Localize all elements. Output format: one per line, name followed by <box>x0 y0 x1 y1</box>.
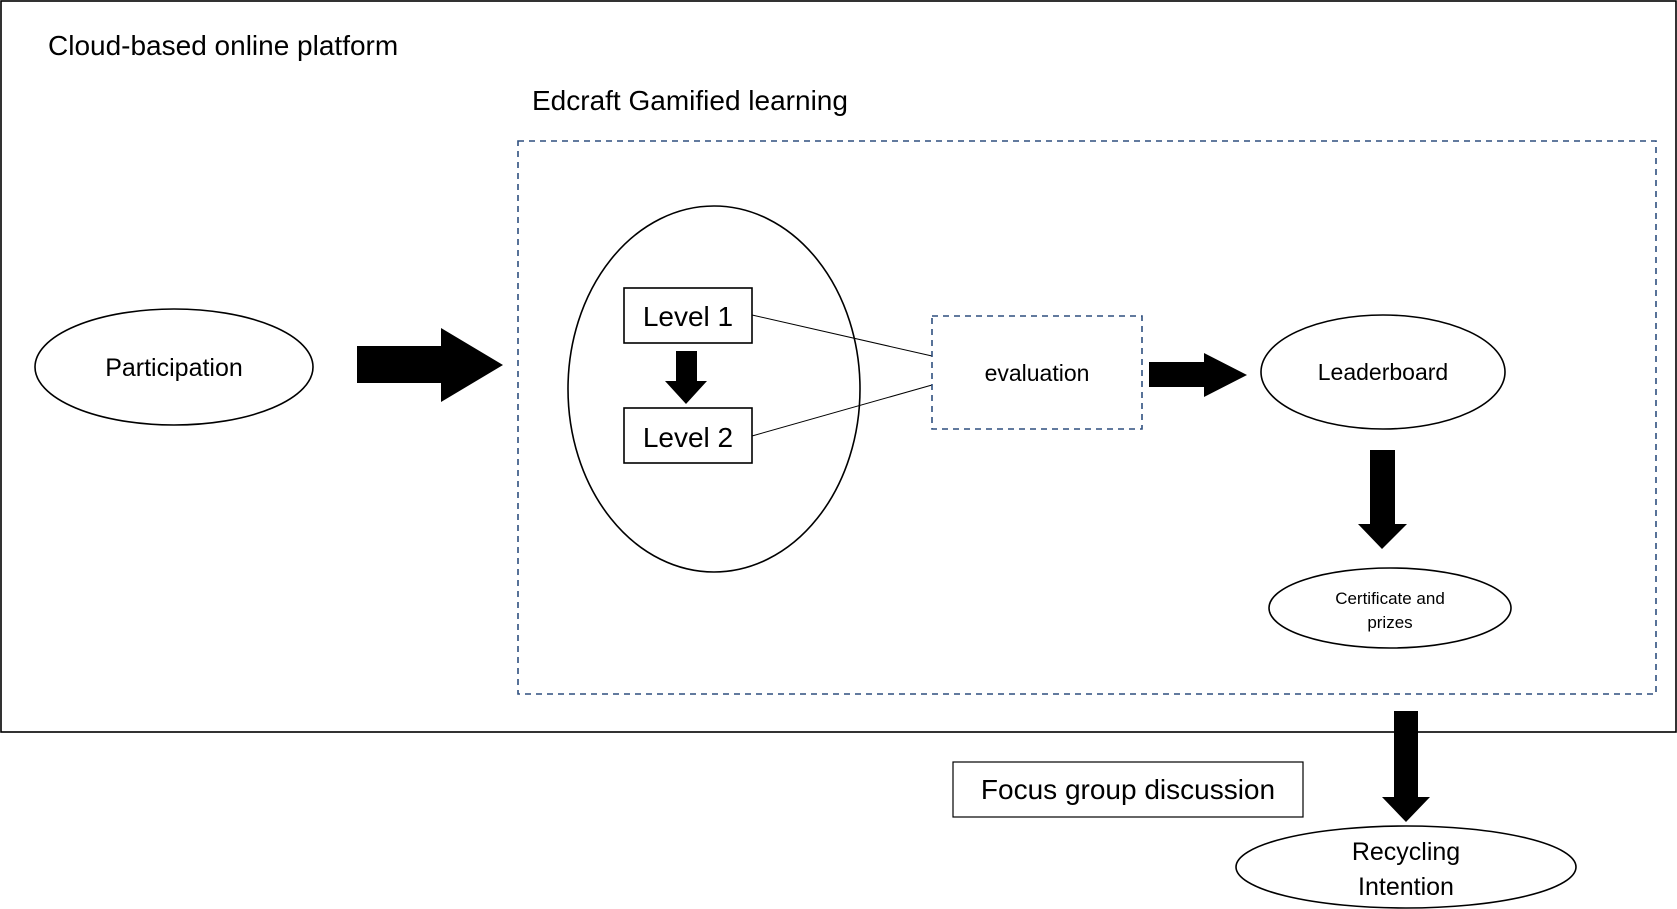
arrow-evaluation-to-leaderboard <box>1149 353 1247 397</box>
connector-level2-evaluation <box>751 384 933 437</box>
levels-ellipse <box>567 205 861 573</box>
certificate-label-line2: prizes <box>1367 613 1412 632</box>
evaluation-box <box>931 315 1143 430</box>
certificate-node <box>1268 567 1512 649</box>
recycling-label-line1: Recycling <box>1352 838 1460 866</box>
arrow-level1-to-level2 <box>665 351 707 404</box>
focus-group-box <box>952 761 1304 818</box>
leaderboard-label: Leaderboard <box>1318 359 1448 385</box>
participation-node <box>34 308 314 426</box>
platform-box <box>0 0 1677 733</box>
connector-level1-evaluation <box>751 314 933 357</box>
level-2-label: Level 2 <box>643 422 733 453</box>
arrow-participation-to-learning <box>357 328 503 402</box>
arrow-to-recycling-intention <box>1382 711 1430 822</box>
evaluation-label: evaluation <box>985 360 1090 386</box>
gamified-box <box>517 140 1657 695</box>
certificate-label-line1: Certificate and <box>1335 589 1445 608</box>
level-2-box <box>623 407 753 464</box>
gamified-label: Edcraft Gamified learning <box>532 85 848 116</box>
arrow-leaderboard-to-certificate <box>1358 450 1407 549</box>
recycling-intention-node <box>1235 825 1577 909</box>
recycling-label-line2: Intention <box>1358 873 1454 901</box>
level-1-box <box>623 287 753 344</box>
leaderboard-node <box>1260 314 1506 430</box>
platform-label: Cloud-based online platform <box>48 30 398 61</box>
focus-group-label: Focus group discussion <box>981 774 1275 805</box>
participation-label: Participation <box>105 354 243 382</box>
level-1-label: Level 1 <box>643 301 733 332</box>
